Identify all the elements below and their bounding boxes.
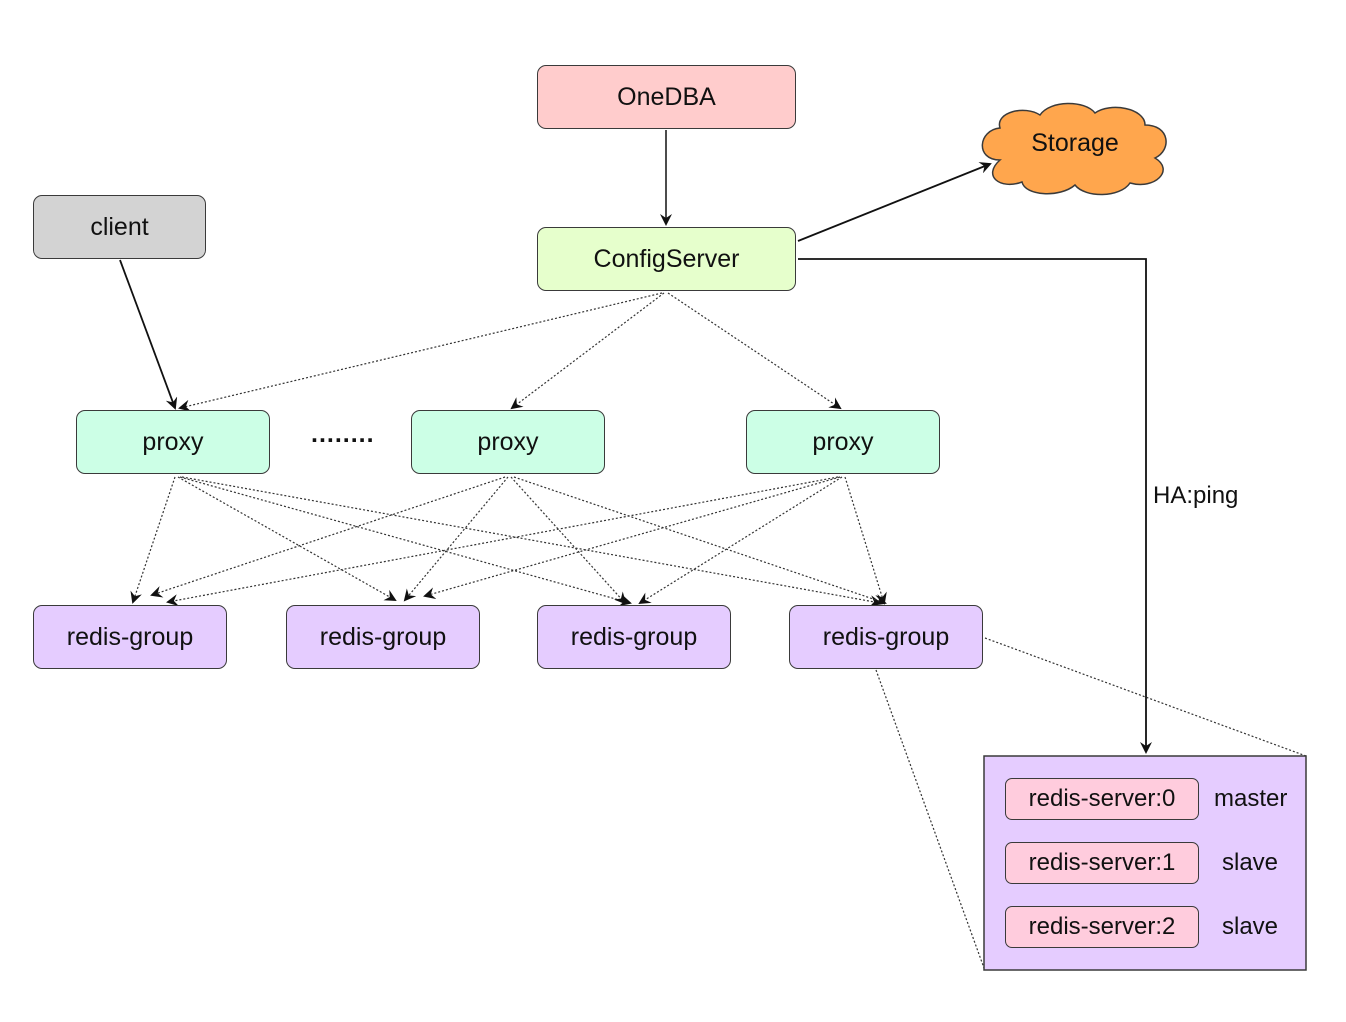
edge-proxy3-group2 [423,476,841,600]
zoom-line-bottom [875,669,985,969]
zoom-line-top [984,637,1307,757]
client-label: client [90,212,149,241]
edge-proxy2-group4 [513,476,887,606]
redis-server-name: redis-server:2 [1028,913,1176,940]
edge-configserver-proxy-1 [178,292,663,412]
edge-proxy3-group4 [844,476,887,605]
proxy-label: proxy [812,427,874,456]
proxy-node-1: proxy [76,410,270,474]
proxy-node-3: proxy [746,410,940,474]
edge-client-proxy [119,259,178,410]
redis-group-node-3: redis-group [537,605,731,669]
redis-server-role: master [1214,785,1288,812]
edge-proxy2-group3 [510,476,627,605]
proxy-label: proxy [142,427,204,456]
redis-group-node-1: redis-group [33,605,227,669]
edge-proxy3-group3 [638,476,843,605]
edge-configserver-proxy-2 [510,292,665,410]
redis-server-1: redis-server:1 [1005,842,1199,884]
edge-proxy1-group1 [130,476,176,604]
edge-proxy1-group4 [181,476,882,608]
redis-server-role: slave [1222,913,1279,940]
redis-server-name: redis-server:0 [1028,785,1176,812]
redis-group-node-4: redis-group [789,605,983,669]
redis-group-node-2: redis-group [286,605,480,669]
edge-proxy1-group2 [177,476,397,601]
configserver-label: ConfigServer [593,244,740,273]
redis-server-role: slave [1222,849,1279,876]
ha-ping-label: HA:ping [1153,482,1239,509]
configserver-node: ConfigServer [537,227,796,291]
redis-server-0: redis-server:0 [1005,778,1199,820]
redis-server-2: redis-server:2 [1005,906,1199,948]
redis-group-label: redis-group [822,622,950,651]
edge-ha-ping [798,258,1152,754]
proxy-ellipsis: ........ [311,420,375,448]
edge-configserver-storage [797,162,992,242]
edge-configserver-proxy-3 [667,292,842,410]
redis-server-name: redis-server:1 [1028,849,1176,876]
proxy-node-2: proxy [411,410,605,474]
edge-proxy1-group3 [179,476,632,607]
edge-proxy2-group2 [403,476,509,602]
storage-node: Storage [990,118,1160,168]
proxy-label: proxy [477,427,539,456]
client-node: client [33,195,206,259]
storage-label: Storage [1031,128,1119,157]
redis-group-label: redis-group [570,622,698,651]
redis-group-label: redis-group [66,622,194,651]
onedba-label: OneDBA [617,82,716,111]
redis-group-label: redis-group [319,622,447,651]
edge-proxy2-group1 [150,476,506,598]
storage-cloud-shape [981,102,1167,196]
edge-proxy3-group1 [166,476,839,607]
onedba-node: OneDBA [537,65,796,129]
